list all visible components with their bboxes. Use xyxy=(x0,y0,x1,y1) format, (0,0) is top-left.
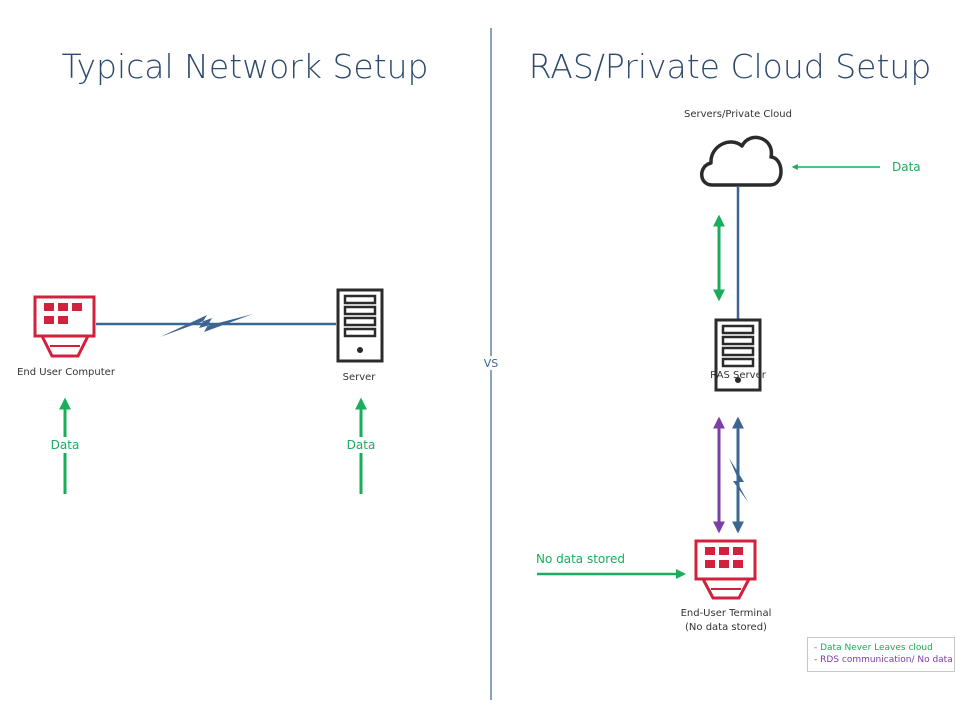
cloud-icon xyxy=(700,135,783,187)
right-title: RAS/Private Cloud Setup xyxy=(529,47,932,86)
legend-item-rds-communication: - RDS communication/ No data xyxy=(814,655,953,665)
data-label-server: Data xyxy=(347,438,376,452)
terminal-label-line1: End-User Terminal xyxy=(681,608,772,619)
legend-box: - Data Never Leaves cloud - RDS communic… xyxy=(807,637,955,672)
terminal-label-line2: (No data stored) xyxy=(685,622,767,633)
end-user-computer-label: End User Computer xyxy=(17,367,116,378)
vs-label: VS xyxy=(484,357,499,370)
data-label-computer: Data xyxy=(51,438,80,452)
lightning-bolt-icon xyxy=(160,314,253,337)
no-data-stored-label: No data stored xyxy=(536,552,625,566)
server-label: Server xyxy=(343,372,377,383)
end-user-terminal-icon xyxy=(694,539,757,600)
ras-server-label: RAS Server xyxy=(710,370,767,381)
cloud-data-label: Data xyxy=(892,160,921,174)
ras-server-icon xyxy=(714,318,762,392)
server-icon xyxy=(336,288,384,363)
end-user-computer-icon xyxy=(33,295,96,358)
left-title: Typical Network Setup xyxy=(61,47,428,86)
legend-item-data-never-leaves: - Data Never Leaves cloud xyxy=(814,643,933,653)
cloud-label: Servers/Private Cloud xyxy=(684,109,792,120)
